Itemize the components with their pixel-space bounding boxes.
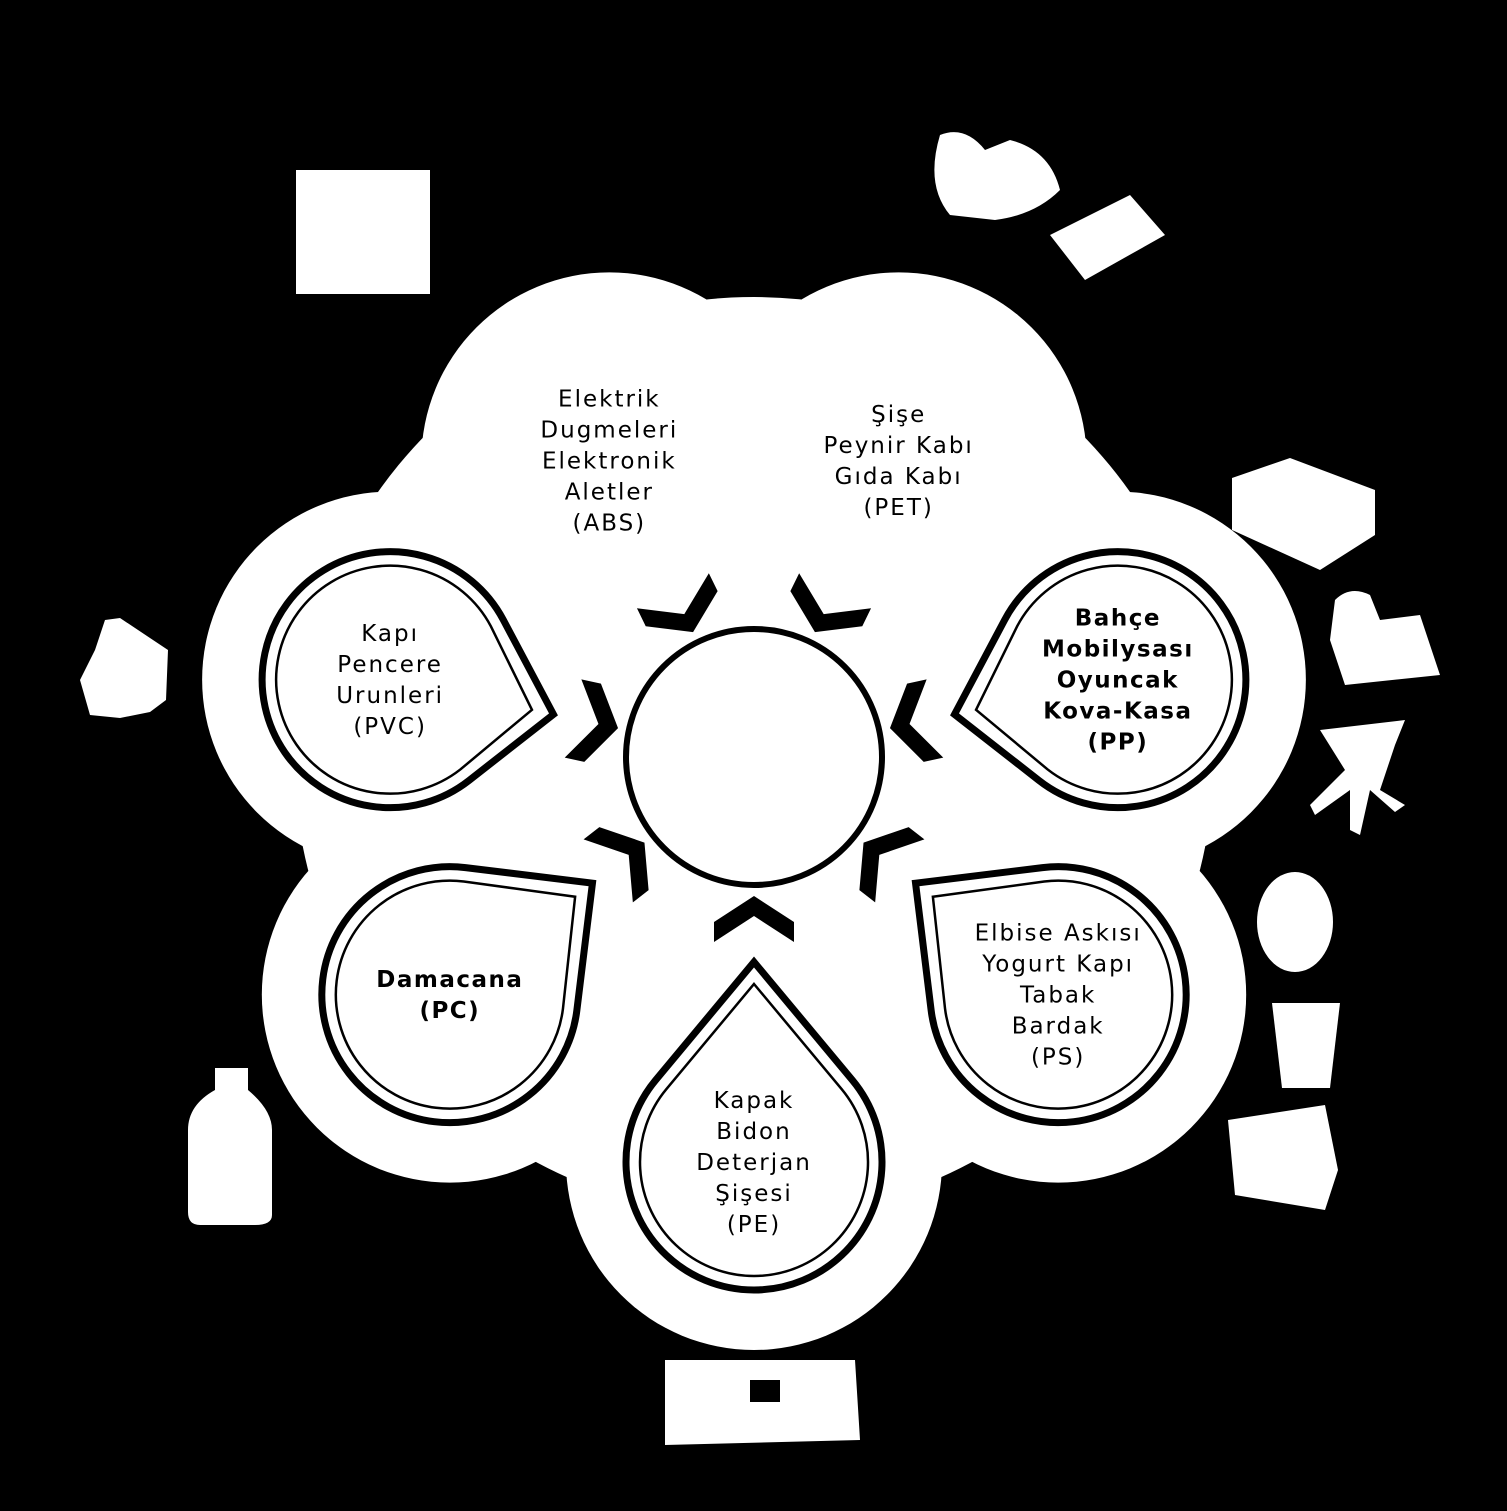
petal-label-line: Tabak [1019, 983, 1096, 1009]
petal-label-line: (PET) [863, 495, 933, 521]
petal-inner-outline [638, 982, 870, 1278]
petal-shape [258, 548, 558, 812]
petal-label-line: Gıda Kabı [835, 464, 963, 490]
petal-label-line: Elektronik [542, 448, 677, 474]
hanger-cup-icon [1228, 872, 1340, 1210]
arrow-pp [889, 679, 944, 762]
petal-label-line: Yogurt Kapı [981, 952, 1134, 978]
product-icons [80, 132, 1440, 1445]
petal-label-line: Pencere [337, 652, 443, 678]
petal-shape [911, 863, 1190, 1127]
petal-label-line: Mobilysası [1042, 637, 1194, 663]
petal-label-line: Dugmeleri [540, 417, 678, 443]
petal-shape [950, 548, 1250, 812]
petal-label-line: (PS) [1031, 1045, 1085, 1071]
arrow-pe [714, 896, 794, 942]
square-block-icon [296, 170, 430, 294]
water-jug-icon [188, 1068, 272, 1225]
arrow-abs [636, 573, 718, 633]
petal-label-line: Şişesi [715, 1181, 793, 1207]
center-hub [623, 626, 885, 888]
garden-chair-icon [1232, 458, 1440, 835]
arrows [564, 573, 944, 942]
petal-shape [622, 956, 886, 1294]
petal-label: Damacana (PC) [376, 967, 523, 1024]
petal-label-line: Deterjan [696, 1150, 812, 1176]
petal-label-line: Elektrik [558, 386, 661, 412]
petal-label-line: Oyuncak [1057, 668, 1179, 694]
window-frame-icon [80, 618, 168, 718]
petal-label-line: Bahçe [1075, 606, 1161, 632]
petal-label-line: Elbise Askısı [975, 921, 1142, 947]
petal-label-line: (PE) [727, 1212, 781, 1238]
petal-pc: Damacana (PC) [318, 863, 597, 1127]
petal-label-line: Bardak [1012, 1014, 1105, 1040]
detergent-bottle-icon [665, 1360, 860, 1445]
petal-label-line: Peynir Kabı [824, 433, 974, 459]
arrow-pvc [564, 679, 619, 762]
petal-label-line: (PP) [1087, 730, 1148, 756]
petal-label-line: (PVC) [353, 714, 427, 740]
petal-label-line: Kova-Kasa [1043, 699, 1192, 725]
petal-label-line: Damacana [376, 967, 523, 993]
petal-inner-outline [931, 879, 1174, 1110]
petal-label-line: Kapak [714, 1088, 795, 1114]
petal-inner-outline [274, 564, 534, 795]
petal-label-line: (PC) [419, 998, 480, 1024]
petal-inner-outline [334, 879, 577, 1110]
petal-label-line: (ABS) [573, 510, 647, 536]
petal-label-line: Bidon [716, 1119, 791, 1145]
petal-label-line: Aletler [565, 479, 654, 505]
arrow-pc [583, 827, 649, 903]
petal-label-line: Şişe [871, 402, 926, 428]
arrow-pet [790, 573, 872, 633]
petal-shape [318, 863, 597, 1127]
petal-label-line: Kapı [361, 621, 419, 647]
petal-label-line: Urunleri [336, 683, 444, 709]
food-container-icon [934, 132, 1165, 280]
arrow-ps [859, 827, 925, 903]
petal-inner-outline [974, 564, 1234, 795]
